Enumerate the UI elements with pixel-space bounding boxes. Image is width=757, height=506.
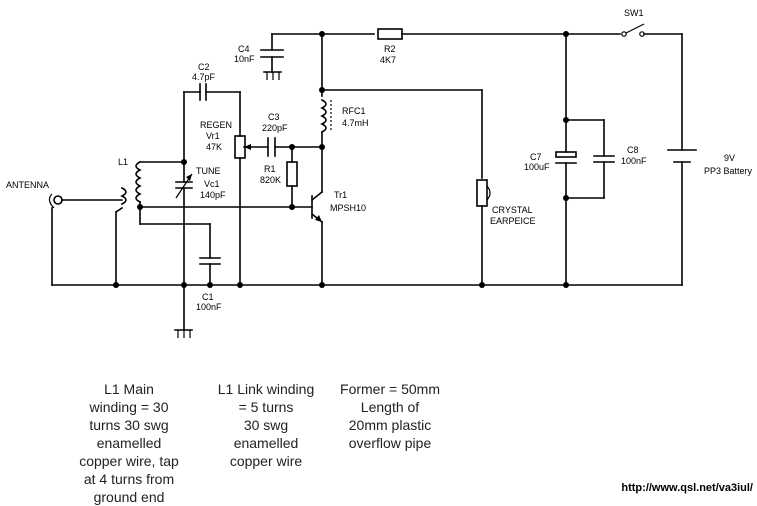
source-url: http://www.qsl.net/va3iul/ xyxy=(621,482,753,494)
capacitor-c8 xyxy=(593,155,615,163)
label-c3-name: C3 xyxy=(268,112,280,122)
capacitor-c7 xyxy=(555,151,577,164)
label-vr1-value: 47K xyxy=(206,142,222,152)
label-c2-value: 4.7pF xyxy=(192,72,216,82)
top-rail-wire xyxy=(271,33,683,151)
capacitor-c2 xyxy=(199,83,207,101)
label-vc1-value: 140pF xyxy=(200,190,226,200)
label-tr1-name: Tr1 xyxy=(334,190,347,200)
transistor-tr1 xyxy=(291,190,324,224)
label-c2-name: C2 xyxy=(198,62,210,72)
crystal-earpiece xyxy=(476,179,491,207)
label-sw1: SW1 xyxy=(624,8,644,18)
label-earpiece-1: CRYSTAL xyxy=(492,205,533,215)
label-r2-name: R2 xyxy=(384,44,396,54)
label-earpiece-2: EARPEICE xyxy=(490,216,536,226)
label-c7-name: C7 xyxy=(530,152,542,162)
label-tune: TUNE xyxy=(196,166,221,176)
label-c7-value: 100uF xyxy=(524,162,550,172)
battery-9v xyxy=(667,149,697,163)
label-c4-name: C4 xyxy=(238,44,250,54)
resistor-r2 xyxy=(377,28,403,40)
label-battery-type: PP3 Battery xyxy=(704,166,753,176)
label-vc1-name: Vc1 xyxy=(204,179,220,189)
label-r2-value: 4K7 xyxy=(380,55,396,65)
label-battery-voltage: 9V xyxy=(724,153,735,163)
resistor-r1 xyxy=(286,161,298,187)
label-vr1-name: Vr1 xyxy=(206,131,220,141)
capacitor-c1 xyxy=(199,257,221,265)
capacitor-c3 xyxy=(267,137,276,157)
note-l1-link-winding: L1 Link winding = 5 turns 30 swg enamell… xyxy=(217,381,315,469)
label-c8-name: C8 xyxy=(627,145,639,155)
label-antenna: ANTENNA xyxy=(6,180,49,190)
switch-sw1 xyxy=(621,23,645,37)
label-regen: REGEN xyxy=(200,120,232,130)
label-r1-value: 820K xyxy=(260,175,281,185)
note-former: Former = 50mm Length of 20mm plastic ove… xyxy=(340,381,440,451)
label-r1-name: R1 xyxy=(264,164,276,174)
capacitor-c4 xyxy=(260,33,284,80)
label-c1-value: 100nF xyxy=(196,302,222,312)
rfc1-choke xyxy=(320,98,332,134)
label-tr1-value: MPSH10 xyxy=(330,203,366,213)
antenna-connector xyxy=(48,193,63,209)
label-rfc1-value: 4.7mH xyxy=(342,118,369,128)
note-l1-main-winding: L1 Main winding = 30 turns 30 swg enamel… xyxy=(79,381,179,505)
vr1-wiper-arrow xyxy=(244,144,251,150)
label-l1: L1 xyxy=(118,157,128,167)
label-c1-name: C1 xyxy=(202,292,214,302)
label-c4-value: 10nF xyxy=(234,54,255,64)
ground-symbol xyxy=(174,329,193,338)
l1-coil xyxy=(120,160,142,206)
junction-dots xyxy=(113,31,569,288)
label-c8-value: 100nF xyxy=(621,156,647,166)
label-c3-value: 220pF xyxy=(262,123,288,133)
label-rfc1-name: RFC1 xyxy=(342,106,366,116)
